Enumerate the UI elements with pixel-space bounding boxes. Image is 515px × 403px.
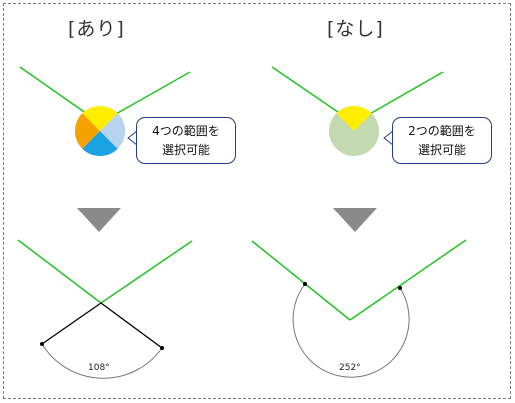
left-angle-point-a <box>40 342 44 346</box>
right-angle-point-a <box>303 282 307 286</box>
right-top-figure <box>271 66 444 156</box>
right-angle-arc <box>292 283 410 378</box>
region-bottom[interactable] <box>82 131 118 157</box>
left-angle-arm-a <box>41 302 102 345</box>
region-top-selected[interactable] <box>336 105 372 131</box>
left-angle-arc <box>41 343 163 379</box>
left-angle-point-b <box>160 346 164 350</box>
left-bottom-line-b <box>100 240 193 304</box>
right-angle-point-b <box>398 286 402 290</box>
region-left[interactable] <box>74 113 100 149</box>
down-triangle-icon <box>333 208 377 232</box>
right-bottom-line-a <box>251 240 351 321</box>
right-bottom-figure <box>251 239 467 378</box>
callout-line-1: 2つの範囲を <box>408 124 476 138</box>
heading-without: [なし] <box>327 18 384 40</box>
callout-line-1: 4つの範囲を <box>152 124 220 138</box>
region-top[interactable] <box>82 105 118 131</box>
right-bottom-line-b <box>349 239 467 321</box>
callout-two-regions: 2つの範囲を 選択可能 <box>392 117 492 164</box>
left-bottom-line-a <box>17 239 102 304</box>
left-angle-arm-b <box>100 302 163 349</box>
left-top-figure <box>19 66 191 157</box>
callout-line-2: 選択可能 <box>417 143 466 157</box>
diagram-frame <box>3 3 511 399</box>
left-bottom-figure <box>17 239 193 379</box>
callout-line-2: 選択可能 <box>161 143 210 157</box>
down-triangle-icon <box>77 208 121 232</box>
heading-with: [あり] <box>68 18 125 40</box>
callout-four-regions: 4つの範囲を 選択可能 <box>136 117 236 164</box>
angle-value-left: 108° <box>88 363 110 373</box>
region-right[interactable] <box>100 113 126 149</box>
angle-value-right: 252° <box>339 363 361 373</box>
